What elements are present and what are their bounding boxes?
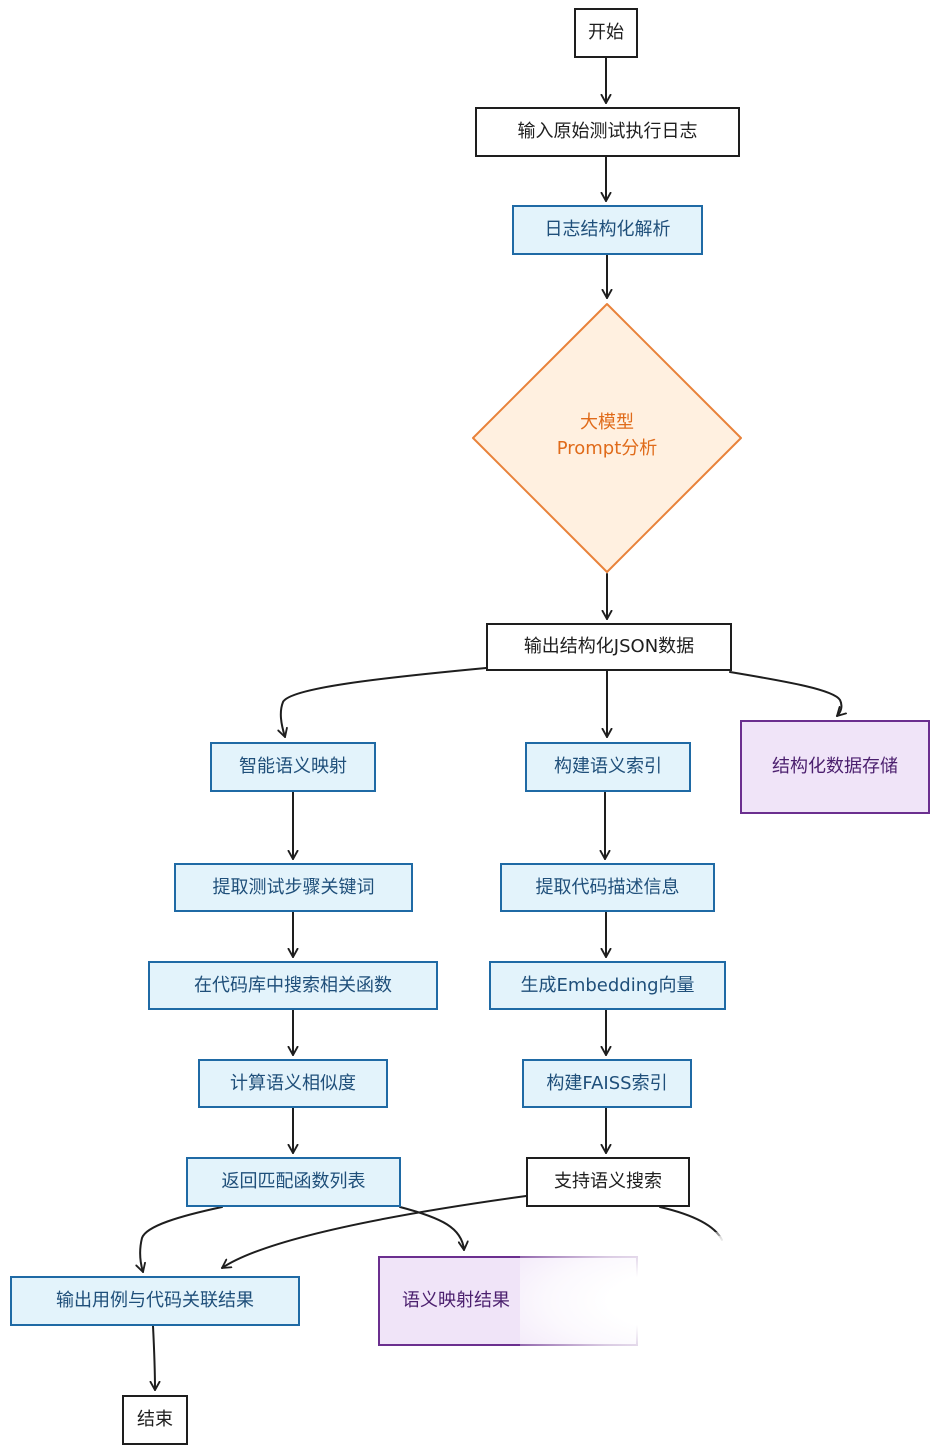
llm-label-line2: Prompt分析: [556, 438, 658, 460]
edge-output-to-semantic-map: [277, 667, 487, 738]
start-node: 开始: [574, 8, 638, 58]
edge-output-result-to-end: [149, 1325, 161, 1391]
log-parse-node: 日志结构化解析: [512, 205, 703, 255]
output-result-node: 输出用例与代码关联结果: [10, 1276, 300, 1326]
edge-return-to-map-result: [399, 1206, 469, 1251]
edge-output-to-storage: [729, 671, 847, 717]
build-index-node: 构建语义索引: [525, 742, 691, 792]
output-json-node: 输出结构化JSON数据: [486, 623, 732, 671]
extract-keywords-node: 提取测试步骤关键词: [174, 863, 413, 912]
map-result-node: 语义映射结果: [378, 1256, 638, 1346]
edge-support-to-right: [659, 1206, 723, 1241]
extract-code-desc-node: 提取代码描述信息: [500, 863, 715, 912]
end-node: 结束: [122, 1395, 188, 1445]
semantic-map-node: 智能语义映射: [210, 742, 376, 792]
search-code-node: 在代码库中搜索相关函数: [148, 961, 438, 1010]
edge-return-to-output-result: [135, 1206, 223, 1273]
build-faiss-node: 构建FAISS索引: [522, 1059, 692, 1108]
llm-label-line1: 大模型: [580, 412, 634, 433]
llm-decision-label: 大模型 Prompt分析: [527, 410, 687, 462]
return-list-node: 返回匹配函数列表: [186, 1157, 401, 1207]
calc-similarity-node: 计算语义相似度: [198, 1059, 388, 1108]
gen-embedding-node: 生成Embedding向量: [489, 961, 726, 1010]
input-log-node: 输入原始测试执行日志: [475, 107, 740, 157]
edge-support-to-output-result: [221, 1195, 527, 1269]
decision-diamond: [472, 303, 742, 573]
store-data-node: 结构化数据存储: [740, 720, 930, 814]
support-search-node: 支持语义搜索: [526, 1157, 690, 1207]
